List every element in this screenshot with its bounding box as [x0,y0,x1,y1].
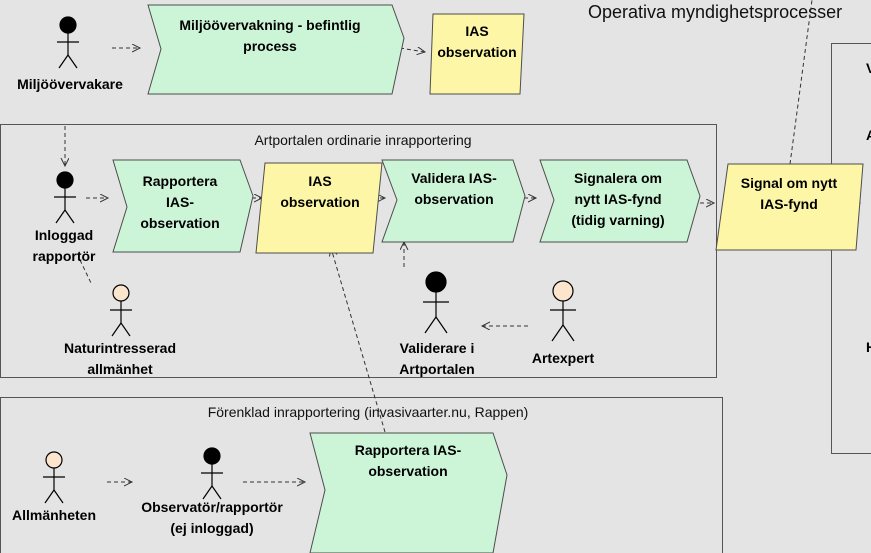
actor-inloggad-label-line-0: Inloggad [35,227,93,243]
group-ordinarie-title: Artportalen ordinarie inrapportering [254,132,471,148]
process-signalera-label-line-0: Signalera om [574,170,662,186]
process-signalera[interactable] [539,159,701,243]
process-rapportera-ias[interactable] [112,159,254,253]
group-forenklad-title: Förenklad inrapportering (invasivaarter.… [208,404,529,420]
actor-miljoovervakare-label-line-0: Miljöövervakare [17,76,123,92]
actor-inloggad-head-icon [56,171,74,189]
actor-naturintresserad[interactable] [110,284,132,337]
process-rapportera-forenklad-label-line-1: observation [368,463,447,479]
actor-validerare-label: Validerare i Artportalen [399,340,474,377]
actor-miljoovervakare-head-icon [59,16,77,34]
actor-validerare-label-line-0: Validerare i [400,340,475,356]
object-signal[interactable] [715,163,864,251]
actor-observator[interactable] [201,447,223,500]
actor-observator-head-icon [203,447,221,465]
object-obs-mid-label-line-1: observation [280,194,359,210]
object-obs-top-label-line-1: observation [437,44,516,60]
process-rapportera-ias-label-line-1: IAS- [166,194,194,210]
process-signalera-label-line-2: (tidig varning) [571,212,664,228]
labels: Miljöövervakning - befintlig process Rapp… [12,17,838,536]
actor-validerare-label-line-1: Artportalen [399,361,474,377]
actor-artexpert-label-line-0: Artexpert [532,350,595,366]
process-miljoovervakning-label-line-1: process [243,38,297,54]
actor-miljoovervakare-label: Miljöövervakare [17,76,123,92]
actor-allmanheten-label-line-0: Allmänheten [12,507,96,523]
actor-observator-label-line-0: Observatör/rapportör [141,499,283,515]
actor-validerare-head-icon [425,271,447,293]
connector-miljo-to-obs [399,48,425,52]
process-shapes [112,4,701,553]
right-panel-letter-v: V [866,60,871,76]
object-signal-label-line-0: Signal om nytt [741,175,838,191]
actor-validerare[interactable] [423,271,449,334]
object-shapes [255,13,864,254]
actor-naturintresserad-label: Naturintresserad allmänhet [64,340,176,377]
actor-inloggad[interactable] [54,171,76,224]
right-panel-letter-h: H [866,339,871,355]
actor-artexpert-head-icon [552,280,574,302]
object-obs-top[interactable] [429,13,525,95]
process-validera[interactable] [381,159,526,243]
actor-observator-label: Observatör/rapportör (ej inloggad) [141,499,283,536]
process-rapportera-forenklad[interactable] [309,432,508,553]
process-signalera-label: Signalera om nytt IAS-fynd (tidig varning) [571,170,664,228]
process-rapportera-ias-label-line-0: Rapportera [143,173,218,189]
connector-forenklad-to-obs [331,248,386,433]
actors [43,16,576,504]
object-obs-top-label-line-0: IAS [465,23,488,39]
process-miljoovervakning[interactable] [147,4,405,95]
object-obs-mid[interactable] [255,162,383,254]
process-rapportera-ias-label-line-2: observation [140,215,219,231]
actor-observator-label-line-1: (ej inloggad) [170,520,253,536]
actor-inloggad-label: Inloggad rapportör [33,227,97,264]
object-obs-mid-label: IAS observation [280,173,359,210]
object-obs-mid-label-line-0: IAS [308,173,331,189]
actor-allmanheten-label: Allmänheten [12,507,96,523]
process-validera-label-line-1: observation [414,191,493,207]
actor-miljoovervakare[interactable] [57,16,79,69]
actor-allmanheten-head-icon [45,451,63,469]
top-title: Operativa myndighetsprocesser [588,2,842,22]
right-panel-letter-a: A [866,127,871,143]
connector-inloggad-to-naturintresserad [79,259,92,284]
connector-signal-to-title [789,0,813,165]
actor-naturintresserad-label-line-0: Naturintresserad [64,340,176,356]
actor-naturintresserad-head-icon [112,284,130,302]
actor-artexpert[interactable] [550,280,576,342]
process-rapportera-forenklad-label: Rapportera IAS-observation [355,442,462,479]
process-signalera-label-line-1: nytt IAS-fynd [574,191,661,207]
actor-allmanheten[interactable] [43,451,65,504]
process-miljoovervakning-label-line-0: Miljöövervakning - befintlig [179,17,360,33]
object-obs-top-label: IAS observation [437,23,516,60]
process-validera-label-line-0: Validera IAS- [411,170,497,186]
process-validera-label: Validera IAS-observation [411,170,497,207]
object-signal-label-line-1: IAS-fynd [760,196,818,212]
process-miljoovervakning-label: Miljöövervakning - befintlig process [179,17,360,54]
actor-inloggad-label-line-1: rapportör [33,248,97,264]
actor-artexpert-label: Artexpert [532,350,595,366]
actor-naturintresserad-label-line-1: allmänhet [87,361,153,377]
process-rapportera-forenklad-label-line-0: Rapportera IAS- [355,442,462,458]
